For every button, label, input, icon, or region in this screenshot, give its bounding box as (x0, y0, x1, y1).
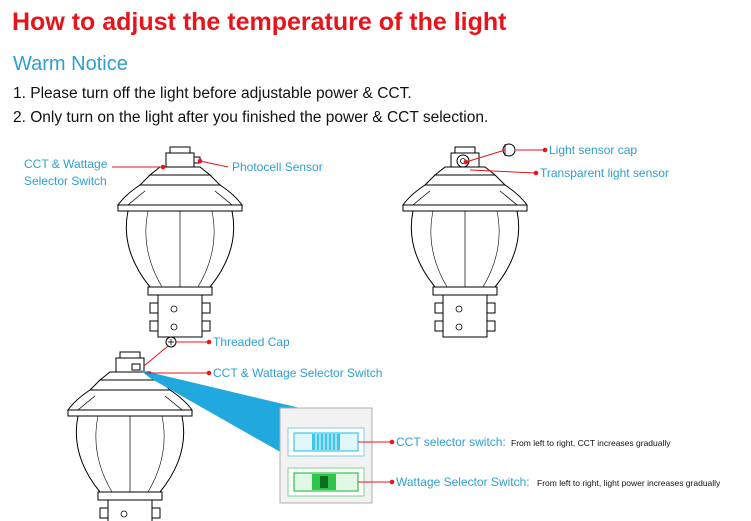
label-cct-selector-switch: CCT selector switch: (396, 435, 506, 449)
notice-item-1: 1. Please turn off the light before adju… (13, 85, 412, 102)
label-transparent-light-sensor: Transparent light sensor (540, 166, 669, 180)
cct-selector-switch (293, 432, 359, 452)
label-cct-wattage-switch-line2: Selector Switch (24, 174, 107, 188)
label-threaded-cap: Threaded Cap (213, 335, 290, 349)
label-photocell-sensor: Photocell Sensor (232, 160, 323, 174)
wattage-selector-switch (293, 472, 359, 492)
notice-item-2: 2. Only turn on the light after you fini… (13, 109, 489, 126)
lamp-illustration-2 (402, 146, 528, 338)
wattage-selector-note: From left to right, light power increase… (537, 478, 721, 488)
warm-notice-heading: Warm Notice (13, 53, 128, 75)
lamp-illustration-1 (117, 146, 243, 338)
leader-lines (112, 147, 548, 485)
lamp-illustration-3 (67, 351, 193, 521)
label-wattage-selector-switch: Wattage Selector Switch: (396, 475, 530, 489)
cct-selector-note: From left to right, CCT increases gradua… (511, 438, 671, 448)
label-cct-wattage-selector-switch: CCT & Wattage Selector Switch (213, 366, 382, 380)
label-light-sensor-cap: Light sensor cap (549, 143, 637, 157)
label-cct-wattage-switch-line1: CCT & Wattage (24, 157, 108, 171)
threaded-cap-part (165, 336, 177, 348)
page-title: How to adjust the temperature of the lig… (12, 8, 507, 36)
